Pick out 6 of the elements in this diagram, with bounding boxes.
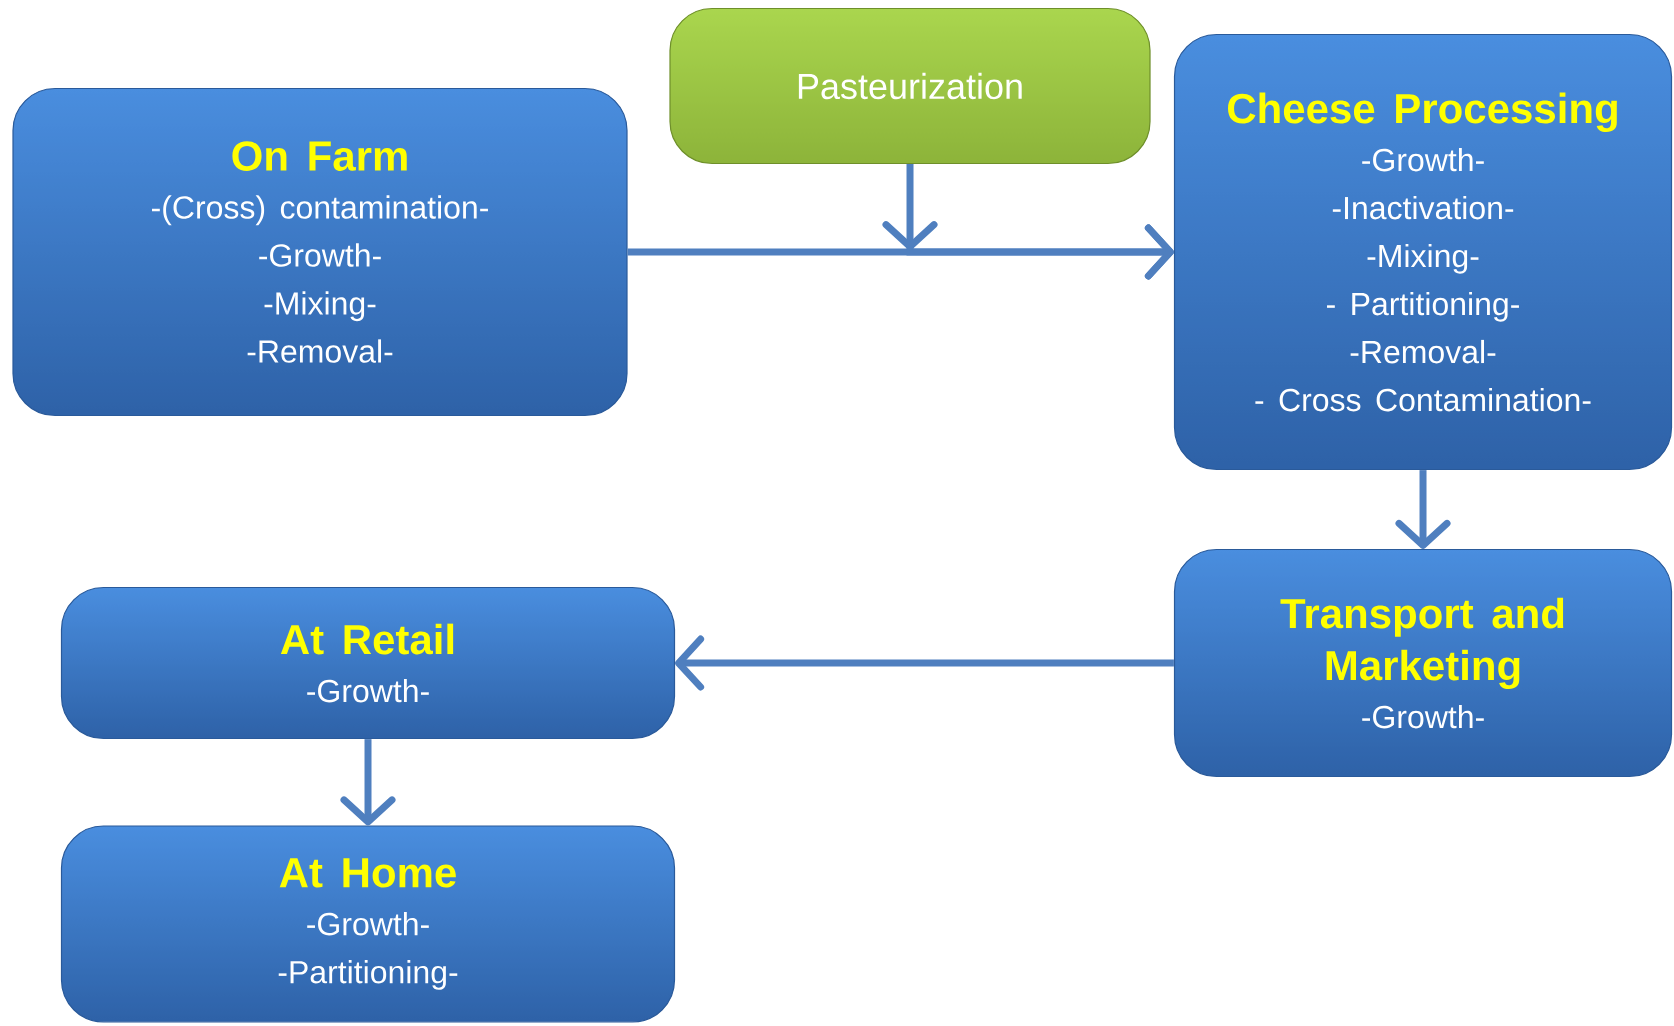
process-box: On Farm -(Cross) contamination- -Growth- -Mixing- -Removal- [12, 87, 628, 417]
step-box: Pasteurization [669, 7, 1151, 165]
process-box: Cheese Processing -Growth- -Inactivation- -Mixing- - Partitioning- -Removal- - Cross Contamination- [1173, 33, 1673, 471]
process-box: Transport and Marketing -Growth- [1173, 548, 1673, 778]
process-box: At Retail -Growth- [60, 586, 676, 740]
process-box: At Home -Growth- -Partitioning- [60, 825, 676, 1023]
